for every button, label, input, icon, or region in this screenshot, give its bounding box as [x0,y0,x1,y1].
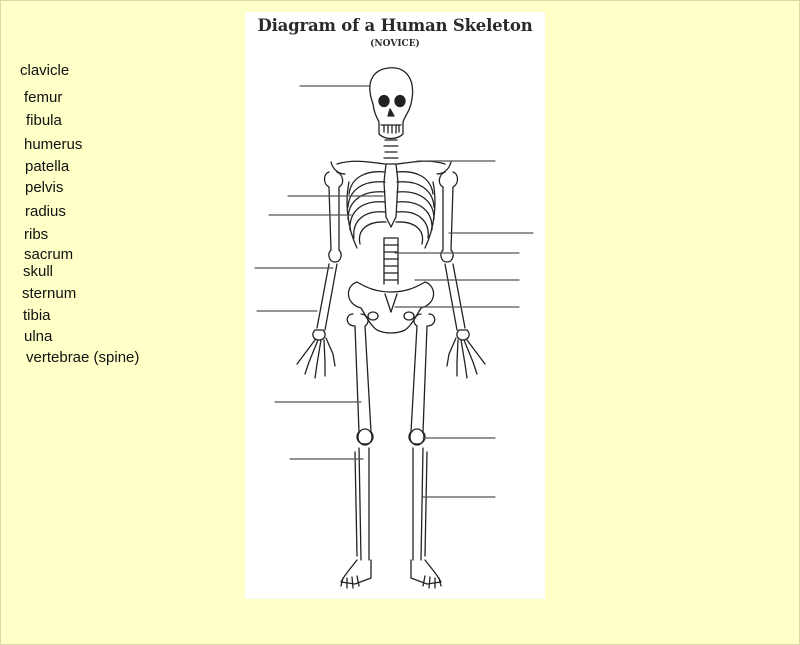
label-patella[interactable]: patella [25,158,70,175]
clavicle-bone [330,160,452,175]
label-tibia[interactable]: tibia [23,307,51,324]
sternum-bone [383,163,399,228]
label-femur[interactable]: femur [24,89,63,106]
diagram-subtitle: (NOVICE) [370,39,420,49]
label-ribs[interactable]: ribs [24,226,49,243]
radius-ulna-bone [316,263,466,331]
label-humerus[interactable]: humerus [24,136,83,153]
femur-bone [346,313,436,445]
label-sacrum[interactable]: sacrum [24,246,74,263]
skeleton-drawing [254,67,534,589]
patella-bone [357,428,425,446]
humerus-bone [323,171,459,263]
pelvis-bone [347,281,435,334]
skull-bone [369,67,414,140]
skeleton-diagram: Diagram of a Human Skeleton (NOVICE) [245,12,545,599]
foot-bones [340,559,442,589]
label-target-lines [254,85,534,498]
label-ulna[interactable]: ulna [24,328,53,345]
label-fibula[interactable]: fibula [26,112,62,129]
tibia-fibula-bone [354,447,428,561]
diagram-title: Diagram of a Human Skeleton [257,16,533,35]
label-sternum[interactable]: sternum [22,285,77,302]
vertebrae-bone [383,139,399,285]
label-skull[interactable]: skull [23,263,54,280]
label-vertebrae[interactable]: vertebrae (spine) [26,349,140,366]
hand-bones [296,329,486,379]
label-clavicle[interactable]: clavicle [20,62,70,79]
label-pelvis[interactable]: pelvis [25,179,64,196]
label-radius[interactable]: radius [25,203,66,220]
ribs-bone [346,171,436,249]
